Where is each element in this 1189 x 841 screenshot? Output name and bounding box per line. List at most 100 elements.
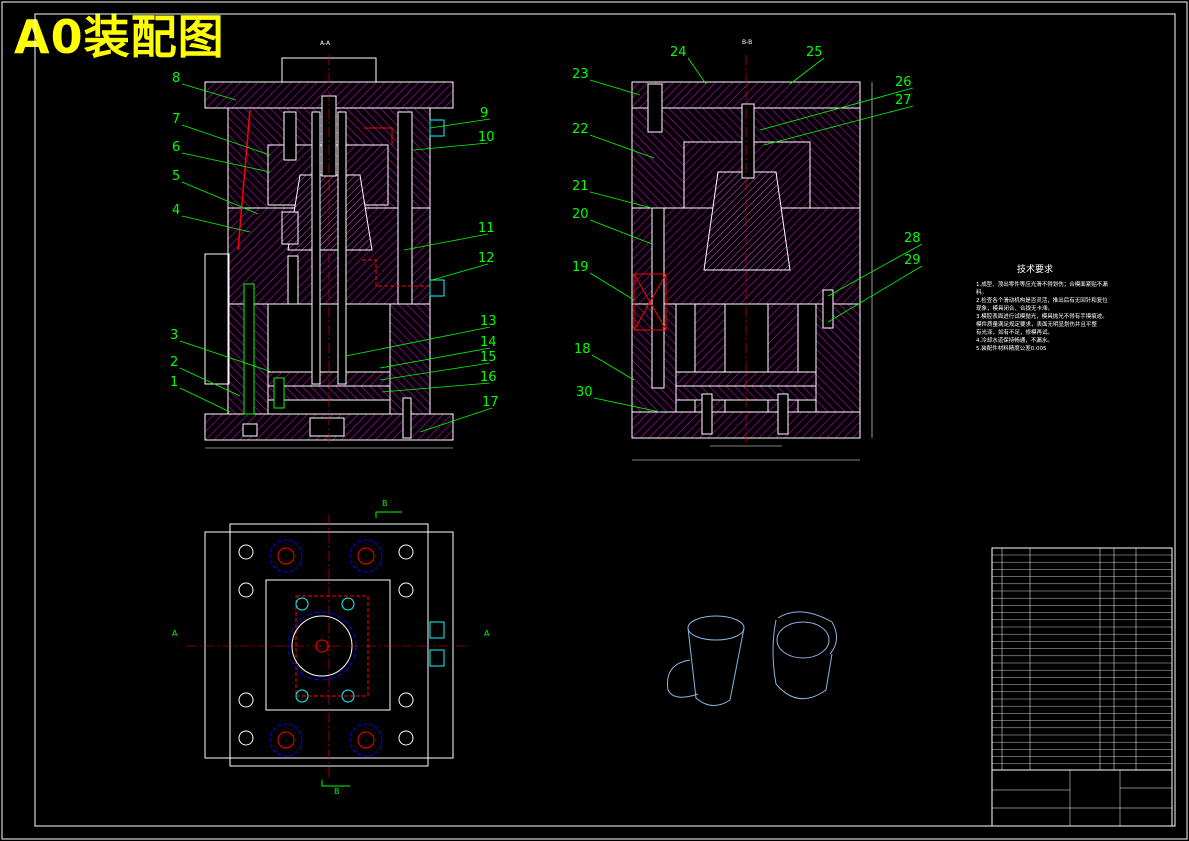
- view-marker-a-left: A: [172, 629, 178, 638]
- guide-pin-tl: [277, 547, 295, 565]
- callout-3: 3: [170, 328, 178, 343]
- callout-leader-10: [413, 142, 489, 151]
- guide-bush: [397, 111, 413, 305]
- callout-12: 12: [478, 251, 495, 266]
- callout-19: 19: [572, 260, 589, 275]
- screw-28: [822, 289, 834, 329]
- title-block: [991, 547, 1173, 827]
- guide-circle-bl: [269, 723, 303, 757]
- water-nozzle-bottom: [429, 279, 445, 297]
- callout-13: 13: [480, 314, 497, 329]
- callout-leader-25: [789, 57, 825, 85]
- callout-leader-23: [589, 79, 641, 96]
- core-insert-bb: [703, 171, 791, 271]
- side-block: [204, 253, 230, 385]
- isometric-part-front: [666, 615, 745, 706]
- cooling-channel-top: [364, 127, 393, 145]
- section-label-aa: A-A: [320, 40, 331, 47]
- callout-leader-30: [593, 397, 661, 413]
- slider: [281, 211, 299, 245]
- callout-leader-26: [759, 87, 914, 131]
- tech-req-line: 1.成型、顶出零件等应光滑不得划伤；合模面紧贴不漏: [976, 282, 1108, 288]
- callout-leader-6: [181, 152, 271, 173]
- guide-pin-tr: [357, 547, 375, 565]
- plan-insert: [265, 579, 391, 711]
- callout-23: 23: [572, 67, 589, 82]
- callout-24: 24: [670, 45, 687, 60]
- callout-10: 10: [478, 130, 495, 145]
- callout-leader-13: [345, 326, 491, 357]
- callout-leader-22: [589, 134, 655, 159]
- callout-leader-19: [589, 272, 635, 301]
- cap-screw-mid: [287, 255, 299, 305]
- section-view-aa: A-A: [204, 40, 454, 449]
- bolt-hole-1: [238, 544, 254, 560]
- callout-leader-14: [379, 347, 491, 369]
- callout-20: 20: [572, 207, 589, 222]
- callout-15: 15: [480, 350, 497, 365]
- ejector-circle-1: [295, 597, 309, 611]
- callout-leader-15: [379, 362, 491, 381]
- callout-5: 5: [172, 169, 180, 184]
- callout-leader-16: [381, 382, 491, 393]
- callout-leader-7: [181, 124, 271, 156]
- callout-leader-28: [827, 243, 923, 297]
- callout-leader-27: [763, 105, 914, 146]
- ejector-circle-4: [341, 689, 355, 703]
- callout-leader-29: [827, 265, 923, 323]
- callout-16: 16: [480, 370, 497, 385]
- bolt-hole-7: [238, 730, 254, 746]
- tech-req-line: 现象，模具闭合、合拢无卡滞。: [976, 306, 1054, 312]
- guide-circle-br: [349, 723, 383, 757]
- callout-7: 7: [172, 112, 180, 127]
- callout-leader-17: [419, 407, 493, 433]
- tech-req-line: 2.检查各个滑动机构是否灵活，推出后有无回针和复位: [976, 298, 1108, 304]
- plan-nozzle-2: [429, 649, 445, 667]
- callout-2: 2: [170, 355, 178, 370]
- callout-11: 11: [478, 221, 495, 236]
- section-view-bb: B-B: [631, 39, 873, 461]
- section-arrow-b-top: [375, 511, 402, 518]
- guide-pin-bl: [277, 731, 295, 749]
- callout-8: 8: [172, 71, 180, 86]
- callout-18: 18: [574, 342, 591, 357]
- core-insert: [287, 174, 373, 251]
- technical-requirements: 技术要求 1.成型、顶出零件等应光滑不得划伤；合模面紧贴不漏 料。 2.检查各个…: [976, 262, 1108, 353]
- view-marker-b-top: B: [382, 499, 388, 508]
- ejector-circle-2: [341, 597, 355, 611]
- callout-leader-12: [431, 263, 489, 281]
- bolt-hole-6: [398, 692, 414, 708]
- callout-leader-2: [179, 367, 241, 397]
- support-block-right: [389, 303, 431, 415]
- bolt-head-left: [242, 423, 258, 437]
- screw-23: [647, 83, 663, 133]
- callout-leader-1: [179, 387, 231, 413]
- guide-circle-tr: [349, 539, 383, 573]
- cooling-channel-bottom: [362, 259, 430, 287]
- bolt-hole-3: [238, 582, 254, 598]
- bolt-right: [402, 397, 412, 439]
- callout-21: 21: [572, 179, 589, 194]
- callout-leader-4: [181, 215, 251, 233]
- spring-19: [633, 273, 667, 331]
- spring-cross-b: [633, 273, 667, 331]
- callout-22: 22: [572, 122, 589, 137]
- ejector-pin-left: [311, 111, 321, 385]
- water-nozzle-top: [429, 119, 445, 137]
- guide-circle-tl: [269, 539, 303, 573]
- tech-req-line: 3.模腔表面进行试模抛光，模具抛光不得有手摸痕迹。: [976, 314, 1108, 320]
- callout-25: 25: [806, 45, 823, 60]
- bolt-hole-8: [398, 730, 414, 746]
- callout-leader-24: [687, 57, 707, 85]
- callout-leader-9: [429, 118, 491, 129]
- callout-29: 29: [904, 253, 921, 268]
- callout-leader-20: [589, 219, 653, 245]
- view-marker-a-right: A: [484, 629, 490, 638]
- angle-pin: [237, 109, 251, 251]
- parts-list-rows: [992, 554, 1172, 764]
- ejector-circle-3: [295, 689, 309, 703]
- tech-req-line: 料。: [976, 290, 988, 296]
